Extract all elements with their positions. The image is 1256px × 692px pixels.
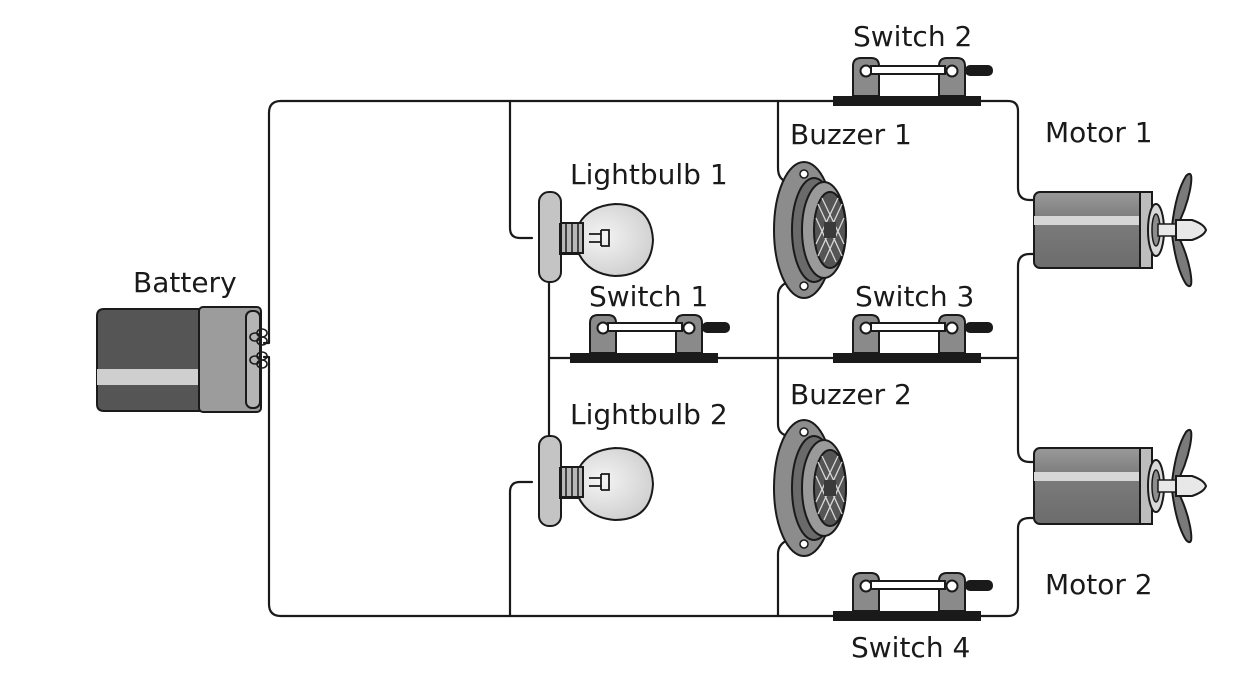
lightbulb-2 xyxy=(538,435,654,527)
buzzer-1-label: Buzzer 1 xyxy=(790,118,912,151)
switch-1-label: Switch 1 xyxy=(589,280,708,313)
wire-center-branch xyxy=(508,99,534,240)
battery xyxy=(96,306,268,413)
battery-terminals xyxy=(249,328,268,369)
wire-buzzer1-top xyxy=(776,99,790,184)
buzzer-2-label: Buzzer 2 xyxy=(790,378,912,411)
wire-top-main xyxy=(262,99,1040,345)
wire-buzzer2-top xyxy=(776,356,790,438)
buzzer-1 xyxy=(773,161,847,299)
lightbulb-1-label: Lightbulb 1 xyxy=(570,158,728,191)
motor-1 xyxy=(1033,172,1207,288)
wire-motor1-lower xyxy=(1016,252,1040,360)
switch-2 xyxy=(832,57,994,107)
switch-2-label: Switch 2 xyxy=(853,20,972,53)
wire-motor2-upper xyxy=(1016,356,1040,464)
switch-4 xyxy=(832,572,994,622)
motor-2 xyxy=(1033,428,1207,544)
wire-center-branch-lower xyxy=(508,480,534,618)
buzzer-2 xyxy=(773,419,847,557)
motor-2-label: Motor 2 xyxy=(1045,568,1153,601)
motor-1-label: Motor 1 xyxy=(1045,116,1153,149)
switch-1 xyxy=(569,314,731,364)
wire-buzzer1-bottom xyxy=(776,280,790,360)
lightbulb-2-label: Lightbulb 2 xyxy=(570,398,728,431)
wire-bottom-main xyxy=(262,355,1040,618)
wire-buzzer2-bottom xyxy=(776,538,790,618)
battery-label: Battery xyxy=(133,266,237,299)
lightbulb-1 xyxy=(538,191,654,283)
switch-3-label: Switch 3 xyxy=(855,280,974,313)
switch-4-label: Switch 4 xyxy=(851,631,970,664)
switch-3 xyxy=(832,314,994,364)
